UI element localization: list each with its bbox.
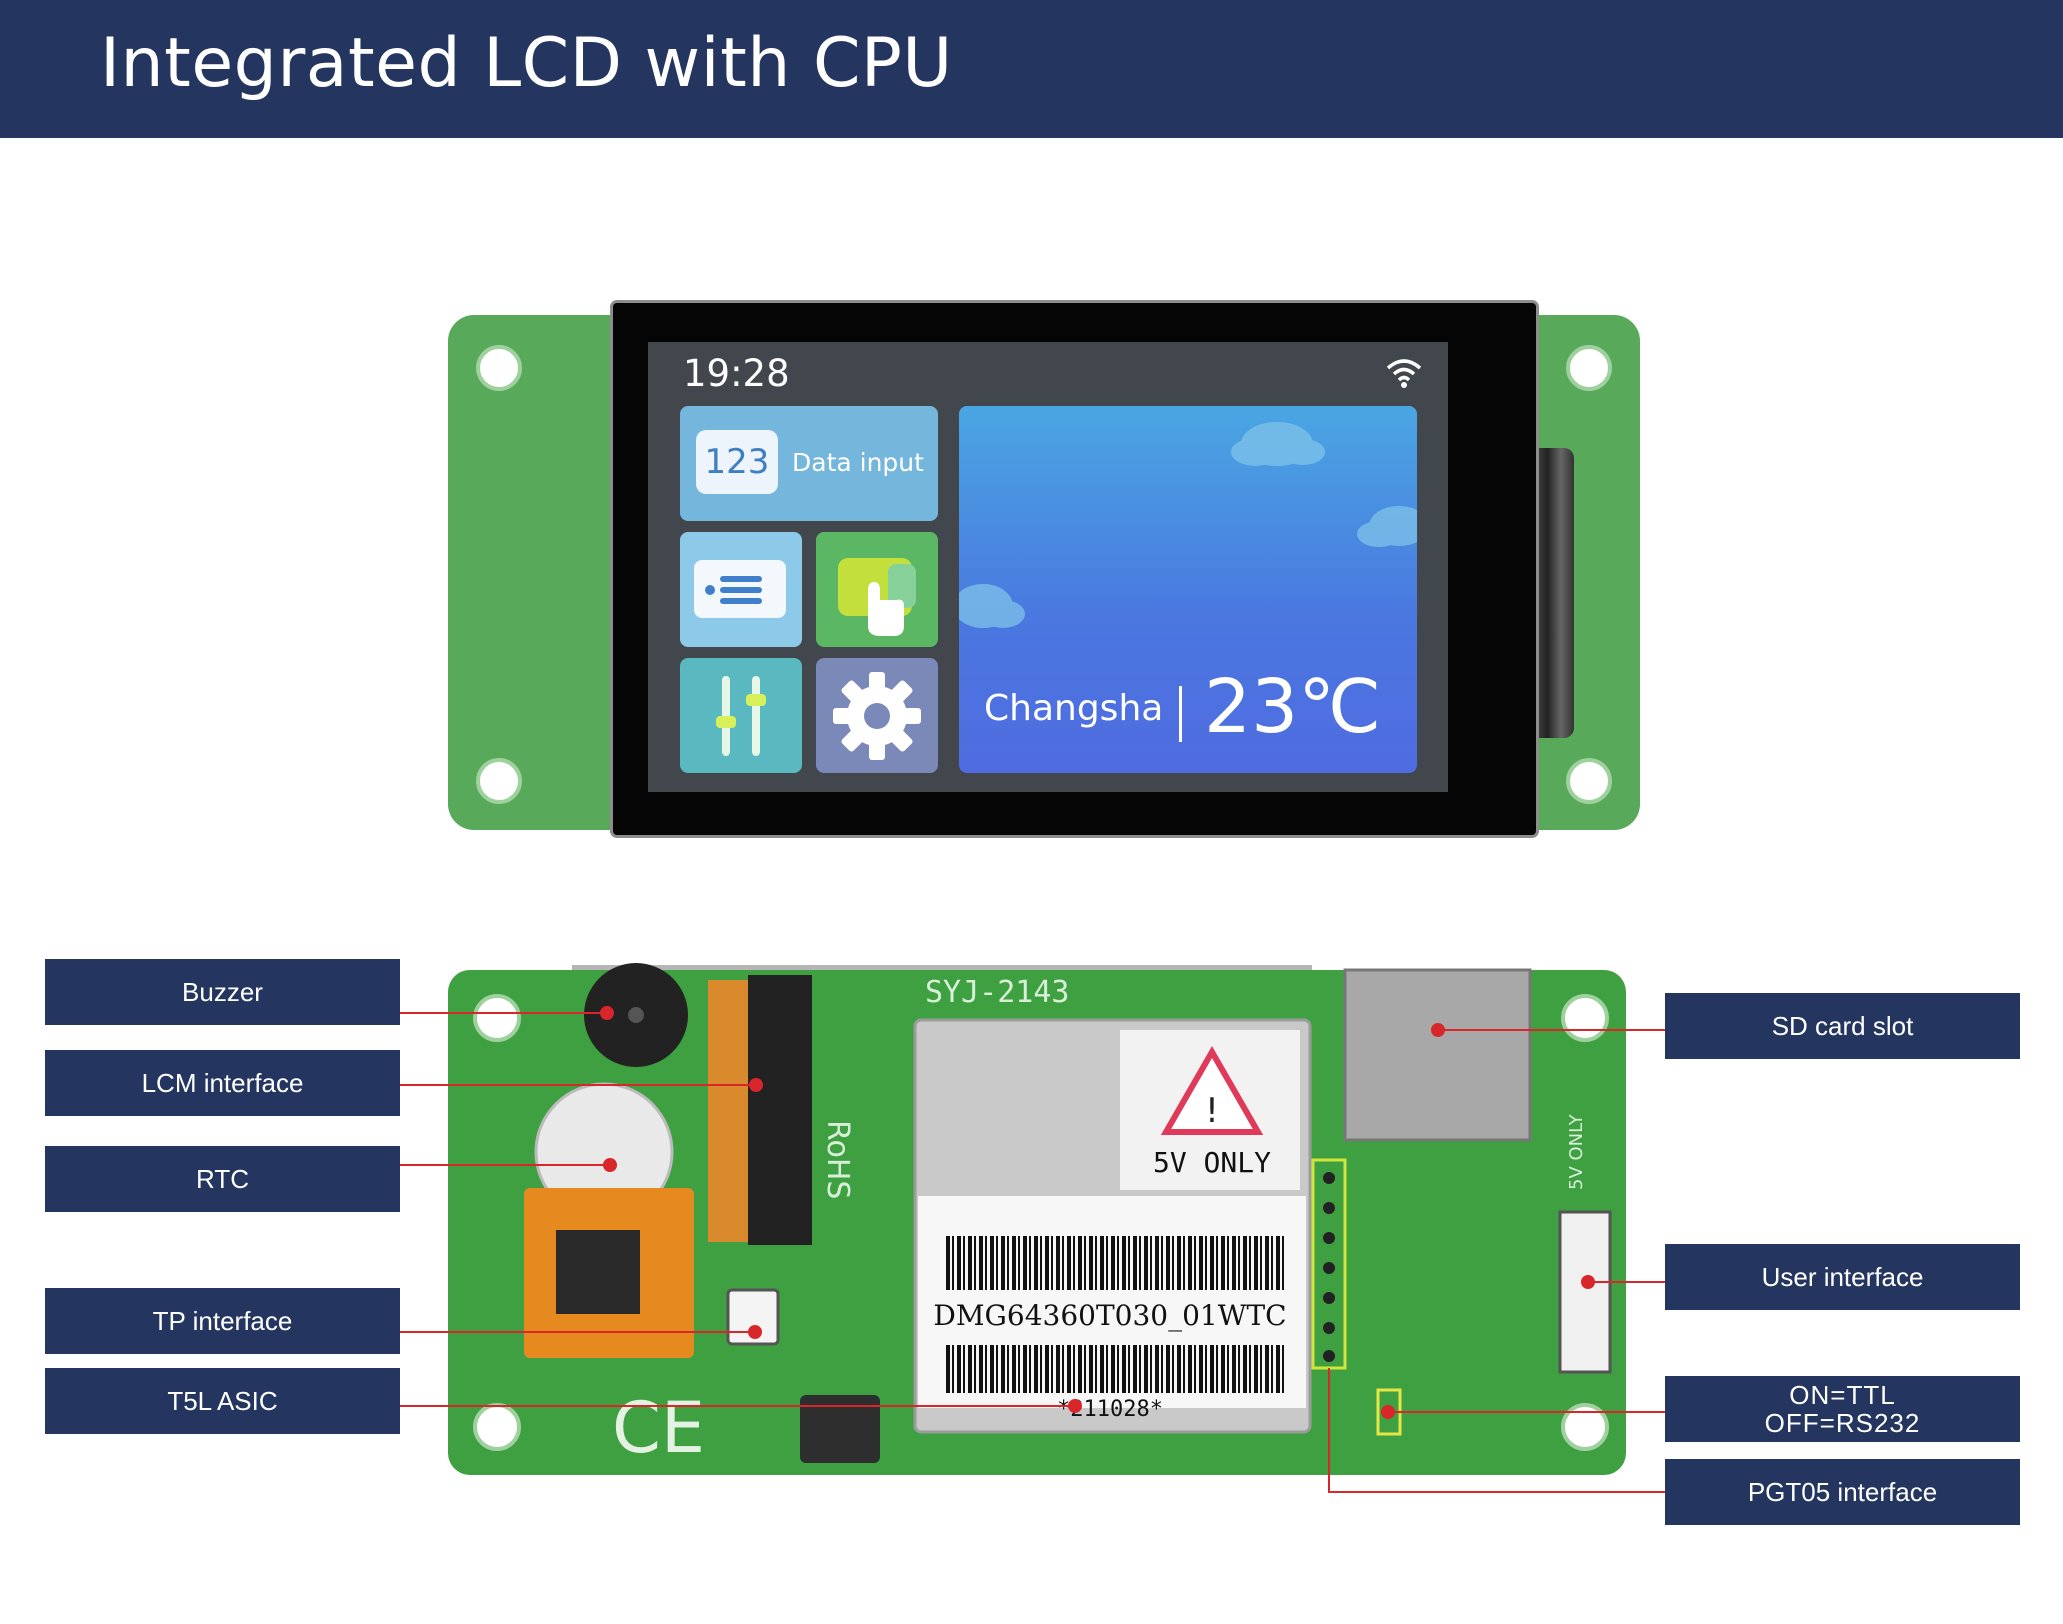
switch-pointer-dot: [1381, 1405, 1395, 1419]
clock-text: 19:28: [683, 352, 790, 395]
sd-card-slot: [1343, 968, 1532, 1142]
wifi-icon: [1386, 359, 1422, 388]
city-name: Changsha: [984, 688, 1164, 729]
mount-hole: [1566, 345, 1612, 391]
data-input-label: Data input: [792, 448, 924, 477]
callout-user-interface: User interface: [1665, 1244, 2020, 1310]
settings-tile[interactable]: [816, 658, 938, 773]
mount-hole: [476, 758, 522, 804]
callout-lcm-interface: LCM interface: [45, 1050, 400, 1116]
divider: [1179, 686, 1182, 742]
tp-connector: [726, 1288, 780, 1346]
sd-pointer-dot: [1431, 1023, 1445, 1037]
page-title: Integrated LCD with CPU: [100, 24, 953, 103]
callout-off-rs232: OFF=RS232: [1764, 1408, 1921, 1438]
lcd-screen: 19:28 123 Data input: [648, 342, 1448, 792]
callout-t5l-asic: T5L ASIC: [45, 1368, 400, 1434]
user-pointer-dot: [1581, 1275, 1595, 1289]
tp-pointer-dot: [748, 1325, 762, 1339]
mount-hole: [1561, 994, 1609, 1042]
mount-hole: [473, 1403, 521, 1451]
header-banner: Integrated LCD with CPU: [0, 0, 2063, 138]
weather-panel: Changsha 23℃: [959, 406, 1417, 773]
slider-tile[interactable]: [680, 658, 802, 773]
cloud-icon: [959, 422, 1417, 628]
touch-tile[interactable]: [816, 532, 938, 647]
user-interface-connector: [1558, 1210, 1612, 1374]
mount-hole: [473, 994, 521, 1042]
slider-icon: [716, 676, 766, 756]
callout-buzzer: Buzzer: [45, 959, 400, 1025]
touch-icon: [838, 558, 916, 636]
rtc-pointer-dot: [603, 1158, 617, 1172]
data-input-tile[interactable]: 123 Data input: [680, 406, 938, 521]
buzzer-pointer-dot: [600, 1006, 614, 1020]
warning-text: 5V ONLY: [1153, 1146, 1271, 1179]
svg-text:!: !: [1205, 1091, 1219, 1131]
asic-pointer-dot: [1068, 1399, 1082, 1413]
callout-ttl-rs232: ON=TTL OFF=RS232: [1665, 1376, 2020, 1442]
flex-cable: [1530, 448, 1574, 738]
warning-icon: [1160, 1045, 1264, 1135]
t5l-asic-chip: [556, 1230, 640, 1314]
gear-icon: [833, 672, 921, 760]
board-model: SYJ-2143: [925, 975, 1070, 1010]
callout-tp-interface: TP interface: [45, 1288, 400, 1354]
ce-mark: CE: [612, 1387, 705, 1469]
temperature: 23℃: [1204, 664, 1382, 750]
power-note: 5V ONLY: [1566, 1113, 1587, 1190]
list-tile[interactable]: [680, 532, 802, 647]
lcm-connector: [748, 975, 812, 1245]
rohs-mark: RoHS: [820, 1120, 855, 1199]
lcm-pointer-dot: [749, 1078, 763, 1092]
number-badge-icon: 123: [696, 430, 778, 494]
inductor: [800, 1395, 880, 1463]
mount-hole: [476, 345, 522, 391]
mount-hole: [1566, 758, 1612, 804]
list-icon: [694, 560, 786, 618]
part-number: DMG64360T030_01WTC: [933, 1299, 1286, 1332]
callout-pgt05-interface: PGT05 interface: [1665, 1459, 2020, 1525]
callout-on-ttl: ON=TTL: [1789, 1380, 1896, 1410]
mount-hole: [1561, 1403, 1609, 1451]
callout-rtc: RTC: [45, 1146, 400, 1212]
callout-sd-card-slot: SD card slot: [1665, 993, 2020, 1059]
